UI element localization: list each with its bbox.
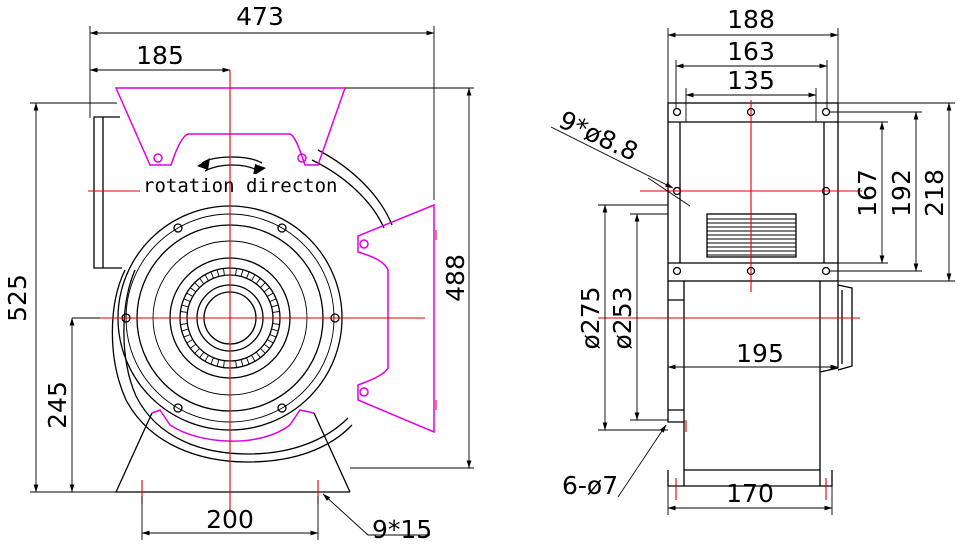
dim-488: 488 [345,87,474,469]
bearing-tooth [266,292,274,297]
bearing-tooth [246,357,250,365]
side-flange [357,203,435,434]
dim-525-label: 525 [3,274,32,322]
dim-135-label: 135 [727,66,775,95]
dim-192-label: 192 [887,169,916,217]
scroll-housing [111,149,393,463]
bearing-teeth [180,268,280,368]
front-view: rotation directon 473 185 525 [3,2,474,544]
dim-192: 192 [830,111,922,272]
dim-473-label: 473 [236,2,284,31]
bearing-tooth [183,298,191,302]
bearing-tooth [251,274,256,282]
bearing-tooth [180,323,188,325]
dim-167-label: 167 [853,169,882,217]
dim-253: ø253 [608,213,668,421]
dim-185-label: 185 [136,41,184,70]
side-centerlines [598,100,862,500]
bearing-tooth [210,271,214,279]
bearing-tooth [183,334,191,338]
dim-135: 135 [685,66,817,122]
note-9x88-label: 9*ø8.8 [554,105,642,167]
dim-253-label: ø253 [608,286,637,349]
side-view: 188 163 135 9*ø8.8 167 [550,5,955,515]
bearing-tooth [223,268,225,276]
dim-195-label: 195 [736,339,784,368]
bearing-tooth [235,268,237,276]
bearing-tooth [194,348,200,354]
bearing-tooth [255,278,261,285]
dim-245-label: 245 [43,381,72,429]
bearing-tooth [223,360,225,368]
dim-200-label: 200 [206,505,254,534]
bearing-tooth [246,271,250,279]
top-outlet-flange [114,87,347,166]
dim-163: 163 [675,37,828,108]
dim-218-label: 218 [920,169,949,217]
dim-163-label: 163 [727,37,775,66]
side-flange-plate [667,102,839,282]
dim-245: 245 [43,317,100,493]
bearing-tooth [266,339,274,344]
side-housing-body [667,281,853,471]
leader-6x7: 6-ø7 [562,424,667,500]
bearing-tooth [194,282,200,288]
bearing-tooth [240,269,244,277]
rotation-arrow-icon [197,156,266,176]
bearing-tooth [235,360,237,368]
dim-218: 218 [838,102,955,282]
dim-170: 170 [667,479,833,515]
bearing-tooth [272,311,280,313]
base-plate [115,412,351,493]
dim-167: 167 [824,121,888,264]
dim-188: 188 [667,5,839,103]
bearing-tooth [271,304,279,308]
side-base [667,470,833,487]
leader-9x15: 9*15 [322,493,432,544]
bearing-tooth [271,328,279,332]
bearing-tooth [181,328,189,332]
base-flange [151,409,315,442]
bearing-tooth [260,282,266,288]
rear-plate [93,116,122,269]
bearing-tooth [269,334,277,338]
bearing-tooth [251,354,256,362]
dim-275-label: ø275 [576,286,605,349]
bearing-tooth [216,359,220,367]
bearing-tooth [180,311,188,313]
dim-525: 525 [3,102,117,493]
bearing-tooth [190,343,197,349]
bearing-tooth [263,287,270,293]
dim-200: 200 [141,496,319,540]
bearing-tooth [260,348,266,354]
bearing-tooth [204,354,209,362]
dim-188-label: 188 [727,5,775,34]
bearing-tooth [255,351,261,358]
bearing-tooth [210,357,214,365]
bearing-tooth [263,343,270,349]
bearing-tooth [240,359,244,367]
bearing-tooth [272,323,280,325]
note-6x7-label: 6-ø7 [562,471,618,500]
dim-170-label: 170 [726,479,774,508]
bearing-tooth [216,269,220,277]
bearing-tooth [190,287,197,293]
bearing-tooth [269,298,277,302]
bearing-tooth [204,274,209,282]
note-9x15-label: 9*15 [372,515,432,544]
dim-488-label: 488 [441,254,470,302]
bearing-tooth [199,351,205,358]
bearing-tooth [186,339,194,344]
bearing-tooth [199,278,205,285]
rotation-label: rotation directon [143,175,337,197]
bearing-tooth [181,304,189,308]
dim-195: 195 [667,339,839,370]
dim-275: ø275 [576,204,668,431]
front-centerlines [75,70,437,510]
dim-185: 185 [89,41,231,73]
bearing-tooth [186,292,194,297]
